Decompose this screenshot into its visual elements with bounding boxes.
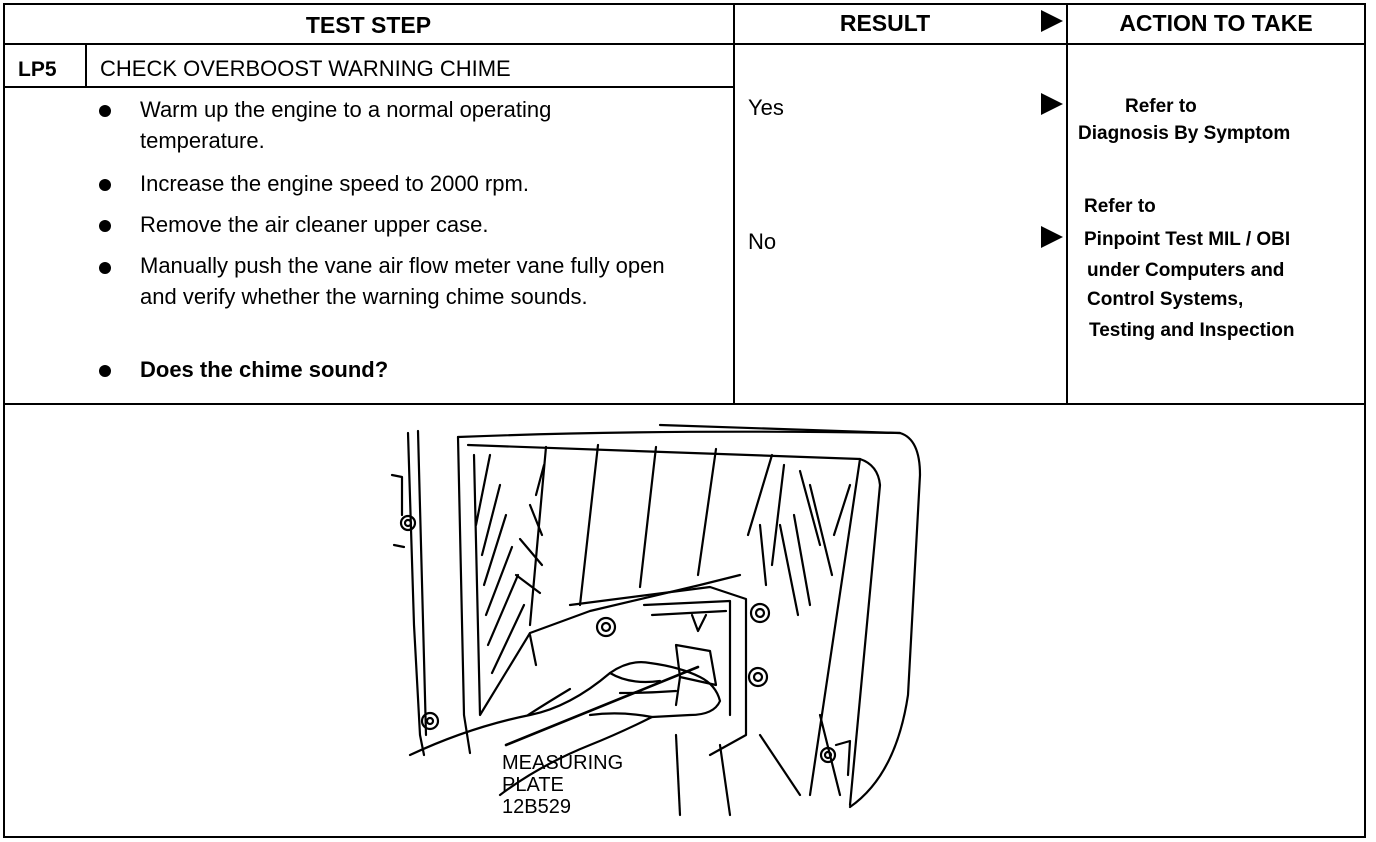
header-divider <box>4 43 1366 45</box>
col-divider-1 <box>733 3 735 403</box>
table-bottom-border <box>4 836 1366 838</box>
result-no-arrow-icon <box>1041 226 1063 248</box>
action-no-line-5: Testing and Inspection <box>1089 320 1295 341</box>
action-no-line-2: Pinpoint Test MIL / OBI <box>1084 229 1291 250</box>
step-item-3: Remove the air cleaner upper case. <box>140 212 489 237</box>
table-figure-divider <box>4 403 1366 405</box>
vane-air-flow-meter-illustration <box>390 423 922 817</box>
table-top-border <box>4 3 1366 5</box>
action-yes-line-1: Refer to <box>1125 96 1197 117</box>
bullet-icon <box>99 105 111 117</box>
step-id: LP5 <box>18 58 57 81</box>
step-item-2: Increase the engine speed to 2000 rpm. <box>140 171 529 196</box>
col-divider-2 <box>1066 3 1068 403</box>
step-item-4: Manually push the vane air flow meter va… <box>140 253 665 309</box>
header-test-step: TEST STEP <box>305 12 432 38</box>
figure-caption-line-3: 12B529 <box>502 796 571 818</box>
figure-caption-line-2: PLATE <box>502 774 564 796</box>
header-result: RESULT <box>839 10 931 36</box>
step-title-divider <box>4 86 734 88</box>
figure-caption-line-1: MEASURING <box>502 752 624 774</box>
header-arrow-icon <box>1041 10 1063 32</box>
action-no-line-1: Refer to <box>1084 196 1156 217</box>
bullet-icon <box>99 262 111 274</box>
bullet-icon <box>99 365 111 377</box>
result-yes: Yes <box>748 95 784 120</box>
step-item-1: Warm up the engine to a normal operating… <box>140 97 552 153</box>
header-action: ACTION TO TAKE <box>1119 10 1313 36</box>
action-no-line-4: Control Systems, <box>1087 289 1244 310</box>
step-title: CHECK OVERBOOST WARNING CHIME <box>100 56 511 81</box>
bullet-icon <box>99 179 111 191</box>
table-right-border <box>1364 3 1366 838</box>
action-no-line-3: under Computers and <box>1087 260 1285 281</box>
result-yes-arrow-icon <box>1041 93 1063 115</box>
step-id-divider <box>85 44 87 86</box>
step-item-5: Does the chime sound? <box>140 357 389 382</box>
result-no: No <box>748 229 777 254</box>
bullet-icon <box>99 220 111 232</box>
table-left-border <box>3 3 5 838</box>
action-yes-line-2: Diagnosis By Symptom <box>1078 123 1291 144</box>
